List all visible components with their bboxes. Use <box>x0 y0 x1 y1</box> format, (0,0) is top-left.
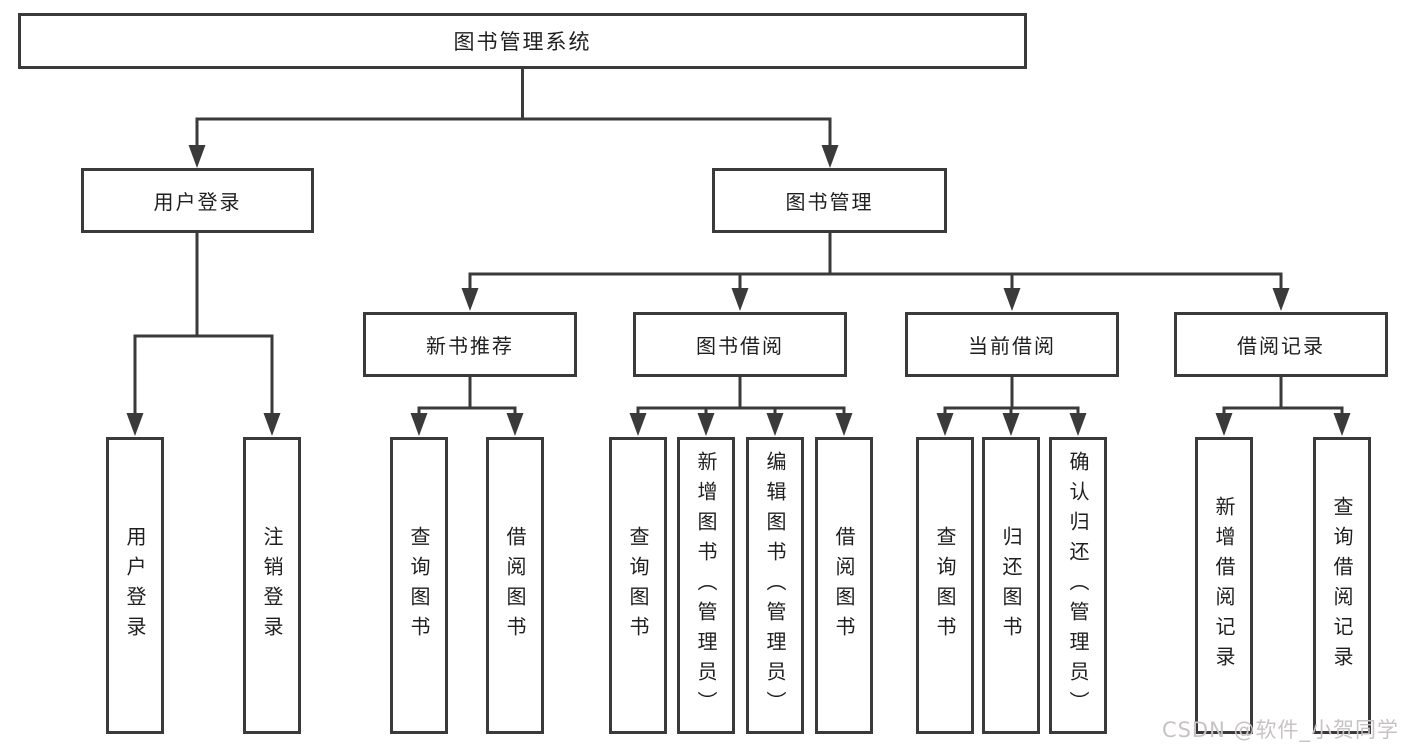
leaf-return-book: 归还图书 <box>982 437 1040 734</box>
node-root-label: 图书管理系统 <box>453 30 592 54</box>
node-borrow-records: 借阅记录 <box>1174 312 1388 377</box>
leaf-user-login-label: 用户登录 <box>123 525 147 646</box>
leaf-query-books-recommend-label: 查询图书 <box>407 525 431 646</box>
leaf-query-borrow-record: 查询借阅记录 <box>1313 437 1371 734</box>
node-current-borrow-label: 当前借阅 <box>968 334 1056 358</box>
node-current-borrow: 当前借阅 <box>905 312 1119 377</box>
leaf-return-book-label: 归还图书 <box>999 525 1023 646</box>
leaf-query-borrow-record-label: 查询借阅记录 <box>1330 495 1354 676</box>
leaf-query-books-current: 查询图书 <box>916 437 974 734</box>
node-new-book-recommend-label: 新书推荐 <box>426 334 514 358</box>
node-new-book-recommend: 新书推荐 <box>363 312 577 377</box>
user-login-connector <box>126 231 281 436</box>
leaf-logout-label: 注销登录 <box>260 525 284 646</box>
borrow-records-connector <box>1215 375 1351 436</box>
leaf-confirm-return-admin-label: 确认归还（管理员） <box>1066 450 1090 721</box>
leaf-borrow-books-recommend-label: 借阅图书 <box>503 525 527 646</box>
leaf-add-book-admin: 新增图书（管理员） <box>677 437 735 734</box>
leaf-borrow-books-recommend: 借阅图书 <box>486 437 544 734</box>
node-borrow-records-label: 借阅记录 <box>1237 334 1325 358</box>
node-book-management: 图书管理 <box>712 168 947 233</box>
node-book-borrow-label: 图书借阅 <box>696 334 784 358</box>
leaf-edit-book-admin-label: 编辑图书（管理员） <box>763 450 787 721</box>
leaf-add-book-admin-label: 新增图书（管理员） <box>694 450 718 721</box>
leaf-confirm-return-admin: 确认归还（管理员） <box>1049 437 1107 734</box>
node-root: 图书管理系统 <box>18 13 1027 69</box>
leaf-borrow-books-borrow-label: 借阅图书 <box>832 525 856 646</box>
node-user-login-label: 用户登录 <box>153 190 242 214</box>
book-borrow-connector <box>629 375 853 436</box>
leaf-borrow-books-borrow: 借阅图书 <box>815 437 873 734</box>
root-connector <box>188 64 839 168</box>
leaf-add-borrow-record-label: 新增借阅记录 <box>1212 495 1236 676</box>
leaf-logout: 注销登录 <box>243 437 301 734</box>
leaf-add-borrow-record: 新增借阅记录 <box>1195 437 1253 734</box>
book-management-connector <box>461 231 1290 311</box>
new-book-recommend-connector <box>410 375 524 436</box>
node-book-management-label: 图书管理 <box>785 190 874 214</box>
leaf-user-login: 用户登录 <box>106 437 164 734</box>
leaf-query-books-recommend: 查询图书 <box>390 437 448 734</box>
leaf-query-books-borrow-label: 查询图书 <box>626 525 650 646</box>
node-book-borrow: 图书借阅 <box>633 312 847 377</box>
current-borrow-connector <box>936 375 1087 436</box>
leaf-edit-book-admin: 编辑图书（管理员） <box>746 437 804 734</box>
csdn-watermark: CSDN @软件_小贺同学 <box>1161 718 1399 742</box>
node-user-login: 用户登录 <box>81 168 314 233</box>
leaf-query-books-borrow: 查询图书 <box>609 437 667 734</box>
leaf-query-books-current-label: 查询图书 <box>933 525 957 646</box>
